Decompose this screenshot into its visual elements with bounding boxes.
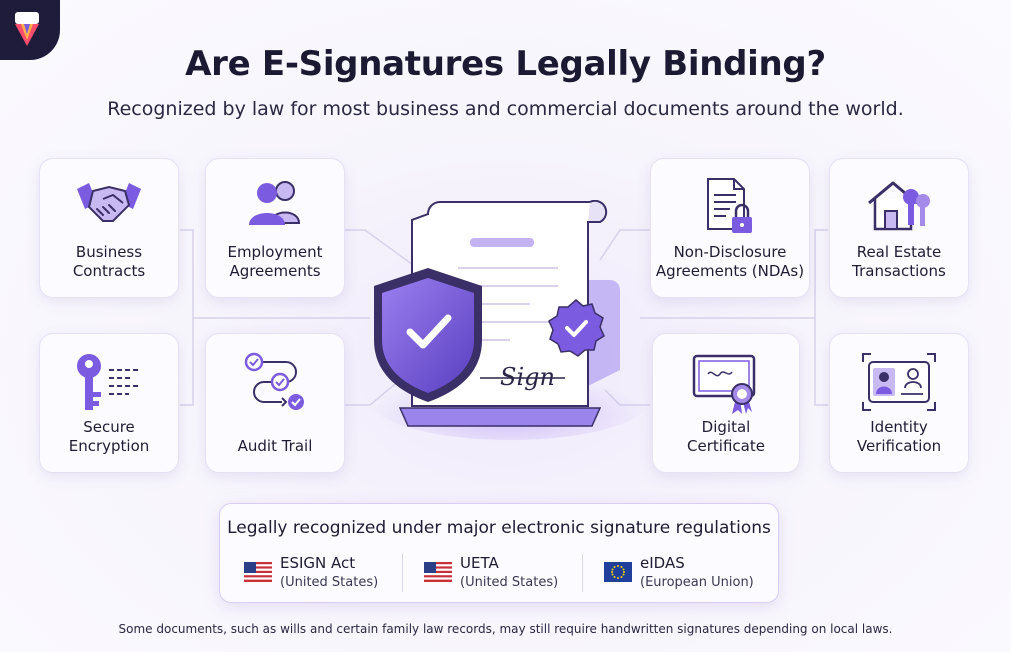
seal-check-icon	[548, 299, 605, 357]
card-label: Identity Verification	[856, 418, 942, 455]
certificate-icon	[692, 354, 756, 414]
card-label: Real Estate Transactions	[852, 243, 946, 280]
page-subtitle: Recognized by law for most business and …	[107, 98, 904, 120]
legal-title: Legally recognized under major electroni…	[227, 518, 771, 538]
card-label: Digital Certificate	[687, 418, 765, 455]
us-flag-icon	[244, 562, 272, 582]
divider	[582, 554, 583, 592]
us-flag-icon	[424, 562, 452, 582]
audit-trail-icon	[244, 352, 304, 410]
card-audit-trail[interactable]: Audit Trail	[205, 333, 345, 473]
card-label: Employment Agreements	[227, 243, 323, 280]
id-card-icon	[862, 353, 936, 411]
regulation-region: (United States)	[280, 575, 379, 590]
card-business-contracts[interactable]: Business Contracts	[39, 158, 179, 298]
card-real-estate[interactable]: Real Estate Transactions	[829, 158, 969, 298]
regulation-name: ESIGN Act	[280, 554, 356, 572]
signature-text: Sign	[500, 363, 555, 391]
card-label: Non-Disclosure Agreements (NDAs)	[655, 243, 805, 280]
card-employment-agreements[interactable]: Employment Agreements	[205, 158, 345, 298]
divider	[402, 554, 403, 592]
card-nda[interactable]: Non-Disclosure Agreements (NDAs)	[650, 158, 810, 298]
card-identity-verification[interactable]: Identity Verification	[829, 333, 969, 473]
card-label: Audit Trail	[237, 437, 313, 455]
regulation-name: eIDAS	[640, 554, 685, 572]
handshake-icon	[77, 183, 141, 222]
brand-logo[interactable]	[0, 0, 60, 60]
house-keys-icon	[868, 181, 930, 231]
people-icon	[249, 181, 301, 225]
regulation-eidas[interactable]: eIDAS (European Union)	[604, 554, 769, 594]
regulation-region: (European Union)	[640, 575, 754, 590]
legal-recognition-box: Legally recognized under major electroni…	[219, 503, 779, 603]
card-secure-encryption[interactable]: Secure Encryption	[39, 333, 179, 473]
center-illustration: Sign	[370, 200, 650, 440]
card-label: Secure Encryption	[68, 418, 150, 455]
regulation-esign[interactable]: ESIGN Act (United States)	[244, 554, 404, 594]
card-label: Business Contracts	[72, 243, 146, 280]
regulation-name: UETA	[460, 554, 499, 572]
locked-document-icon	[707, 178, 752, 233]
regulation-region: (United States)	[460, 575, 559, 590]
eu-flag-icon	[604, 562, 632, 582]
shield-check-icon	[374, 268, 482, 402]
page-title: Are E-Signatures Legally Binding?	[185, 44, 826, 84]
footnote: Some documents, such as wills and certai…	[118, 622, 893, 636]
pen-logo-icon	[15, 12, 39, 46]
regulation-ueta[interactable]: UETA (United States)	[424, 554, 574, 594]
key-icon	[77, 354, 139, 410]
card-digital-certificate[interactable]: Digital Certificate	[652, 333, 800, 473]
